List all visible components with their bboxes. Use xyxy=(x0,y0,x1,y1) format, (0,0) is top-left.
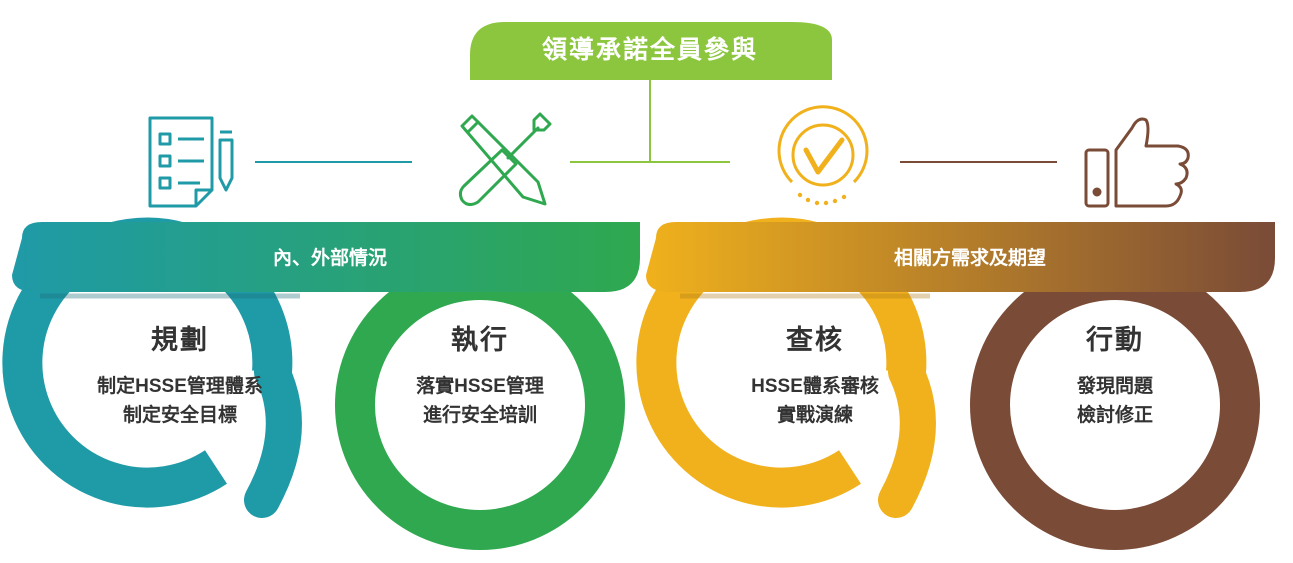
stage-desc-do-line-2: 進行安全培訓 xyxy=(422,405,537,426)
band-internal-external xyxy=(12,222,640,292)
stage-title-do: 執行 xyxy=(451,325,509,355)
thumbs-up-icon xyxy=(1084,117,1190,208)
band-label-internal-external: 內、外部情況 xyxy=(272,248,387,269)
stage-title-check: 查核 xyxy=(786,325,844,355)
stage-desc-check-line-2: 實戰演練 xyxy=(776,405,853,426)
stage-desc-act: 發現問題 檢討修正 xyxy=(990,372,1240,430)
stage-desc-act-line-2: 檢討修正 xyxy=(1076,405,1153,426)
header-tab xyxy=(470,22,832,80)
crossed-tools-icon xyxy=(458,112,552,207)
checklist-document-icon xyxy=(148,116,234,208)
stage-desc-do-line-1: 落實HSSE管理 xyxy=(416,376,544,397)
stage-desc-plan-line-1: 制定HSSE管理體系 xyxy=(97,376,263,397)
stage-desc-do: 落實HSSE管理 進行安全培訓 xyxy=(355,372,605,430)
checkmark-badge-icon xyxy=(777,105,869,206)
stage-title-act: 行動 xyxy=(1086,325,1144,355)
band-stakeholder xyxy=(646,222,1275,292)
stage-title-plan: 規劃 xyxy=(151,325,209,355)
stage-desc-plan-line-2: 制定安全目標 xyxy=(122,405,237,426)
stage-desc-check: HSSE體系審核 實戰演練 xyxy=(690,372,940,430)
header-label: 領導承諾全員參與 xyxy=(541,36,758,64)
stage-desc-act-line-1: 發現問題 xyxy=(1076,376,1153,397)
connectors xyxy=(255,80,1057,163)
stage-desc-check-line-1: HSSE體系審核 xyxy=(751,376,879,397)
stage-desc-plan: 制定HSSE管理體系 制定安全目標 xyxy=(55,372,305,430)
band-label-stakeholder: 相關方需求及期望 xyxy=(893,248,1046,269)
